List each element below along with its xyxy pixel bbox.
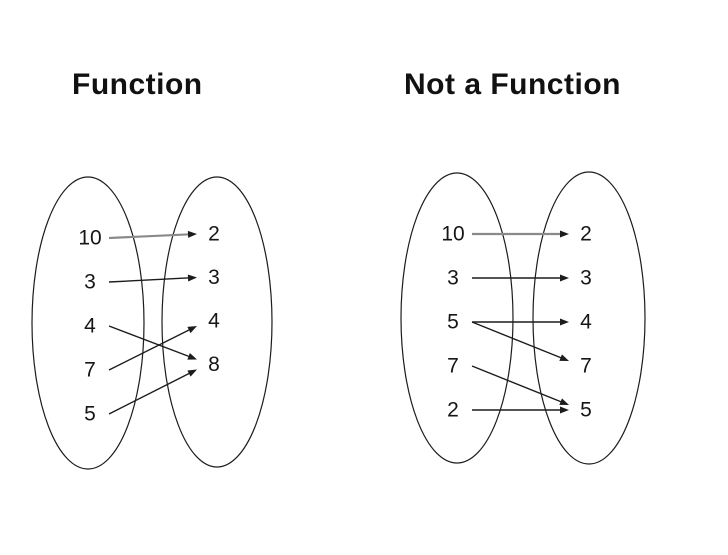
mapping-arrow [108,372,192,415]
mapping-arrowhead [187,326,197,334]
not-a-function-title: Not a Function [404,68,621,101]
mapping-arrow [471,321,563,360]
mapping-arrowhead [559,354,569,361]
mapping-arrow [108,325,191,358]
range-set-ellipse [161,176,273,468]
mapping-arrow [108,233,191,240]
range-value: 4 [580,311,592,334]
domain-set-ellipse [400,172,514,464]
domain-value: 10 [78,227,101,250]
domain-value: 5 [84,403,96,426]
mapping-arrowhead [560,274,569,282]
domain-set-ellipse [31,176,145,470]
domain-value: 7 [84,359,96,382]
range-value: 5 [580,399,592,422]
range-value: 3 [580,267,592,290]
domain-value: 7 [447,355,459,378]
domain-value: 4 [84,315,96,338]
range-value: 7 [580,355,592,378]
mapping-arrowhead [187,274,197,282]
range-value: 4 [208,310,220,333]
mapping-arrowhead [187,230,197,238]
mapping-arrow [108,328,192,371]
mapping-diagram: 10 3 4 7 5 2 3 4 8 [31,176,273,470]
mapping-diagram: 10 3 5 7 2 2 3 4 7 5 [400,171,646,465]
domain-value: 2 [447,399,459,422]
range-value: 2 [580,223,592,246]
range-value: 2 [208,223,220,246]
mapping-arrow [471,365,563,404]
domain-value: 3 [84,271,96,294]
function-title: Function [72,68,203,101]
mapping-arrowhead [560,406,569,414]
range-set-ellipse [532,171,646,465]
mapping-arrowhead [560,230,569,238]
mapping-arrow [108,277,191,283]
range-value: 8 [208,353,220,376]
range-value: 3 [208,266,220,289]
domain-value: 3 [447,267,459,290]
domain-value: 5 [447,311,459,334]
domain-value: 10 [441,223,464,246]
mapping-arrowhead [560,318,569,326]
mapping-arrowhead [187,369,197,377]
mapping-arrowhead [187,353,197,360]
mapping-arrowhead [559,398,569,405]
